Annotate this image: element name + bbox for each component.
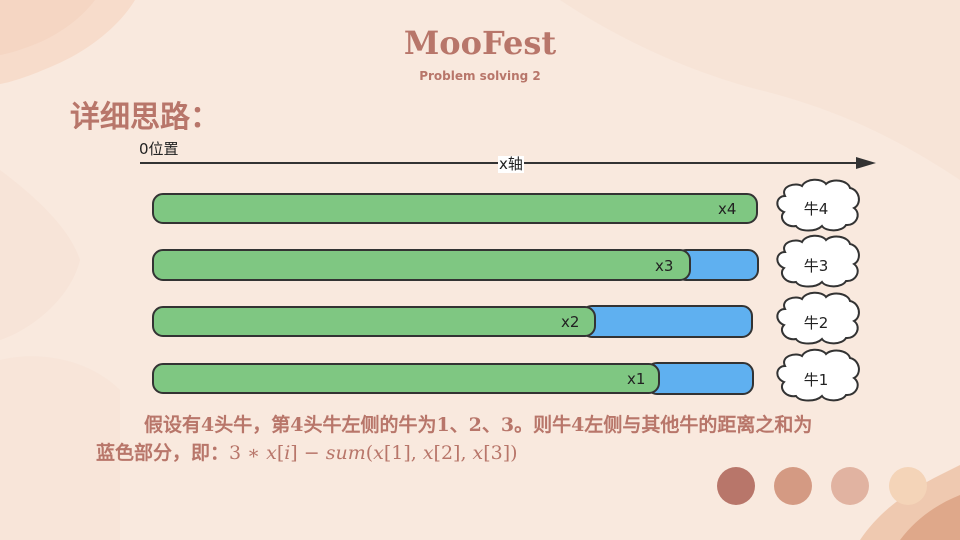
bar-label-x1: x1: [627, 370, 646, 388]
bar-x2-green: [152, 306, 596, 337]
cloud-cow4: [776, 178, 860, 232]
cloud-cow3: [776, 234, 860, 288]
cow-label-1: 牛1: [803, 371, 829, 389]
palette-dot-3: [831, 467, 869, 505]
description-line-1: 假设有4头牛，第4头牛左侧的牛为1、2、3。则牛4左侧与其他牛的距离之和为: [144, 414, 813, 436]
palette-dot-4: [889, 467, 927, 505]
cloud-cow2: [776, 291, 860, 345]
formula: 3 ∗ 𝑥[𝑖] − 𝑠𝑢𝑚(𝑥[1], 𝑥[2], 𝑥[3]): [229, 442, 518, 464]
slide-subtitle: Problem solving 2: [419, 69, 541, 83]
cow-label-2: 牛2: [803, 314, 829, 332]
cow-label-4: 牛4: [803, 200, 829, 218]
cow-label-3: 牛3: [803, 257, 829, 275]
cloud-cow1: [776, 348, 860, 402]
bar-label-x4: x4: [718, 200, 737, 218]
palette-dot-1: [717, 467, 755, 505]
bar-label-x2: x2: [561, 313, 580, 331]
bar-x2-blue: [581, 305, 753, 338]
bar-x4-green: [152, 193, 758, 224]
bar-x3-green: [152, 249, 691, 281]
x-axis-label: x轴: [498, 155, 524, 173]
bar-x1-green: [152, 363, 660, 394]
section-heading: 详细思路：: [70, 100, 220, 135]
description-line-2-prefix: 蓝色部分，即：: [96, 442, 230, 464]
description-line-2: 蓝色部分，即：3 ∗ 𝑥[𝑖] − 𝑠𝑢𝑚(𝑥[1], 𝑥[2], 𝑥[3]): [96, 438, 518, 465]
bar-x1-blue: [646, 362, 754, 395]
slide-title: MooFest: [403, 24, 557, 62]
palette-dot-2: [774, 467, 812, 505]
x-axis-arrowhead: [856, 157, 876, 169]
bar-label-x3: x3: [655, 257, 674, 275]
origin-label: 0位置: [139, 140, 179, 158]
